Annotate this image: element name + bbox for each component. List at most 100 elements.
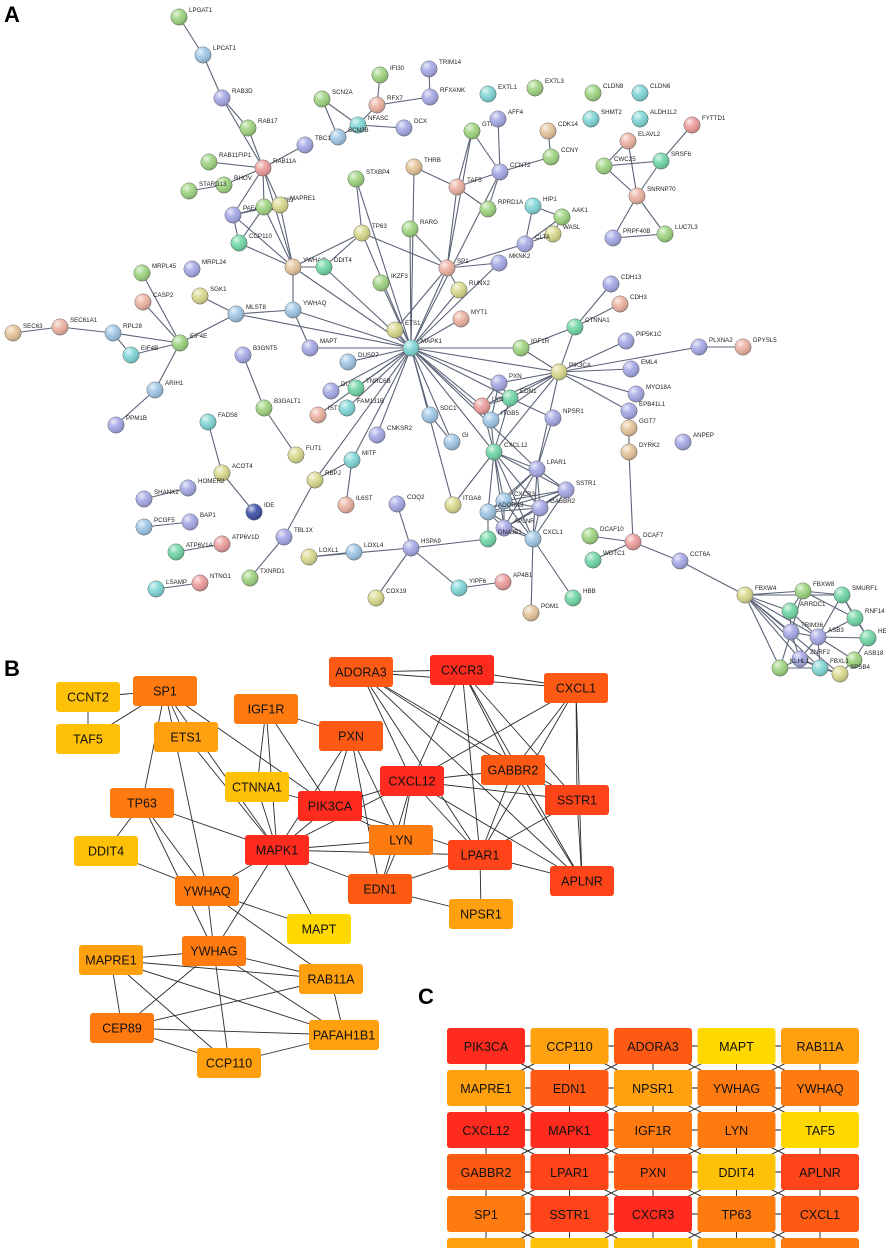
node-sec63: SEC63 xyxy=(4,323,43,342)
node-luc7l3-highlight xyxy=(656,225,674,243)
node-elavl2-highlight xyxy=(619,132,637,150)
edge-pik3ca-pip5k1c xyxy=(558,340,627,373)
node-cdh3: CDH3 xyxy=(611,294,647,313)
node-pgm1-highlight xyxy=(522,604,540,622)
node-wasl-label: WASL xyxy=(563,224,581,231)
c-node-cep89: CEP89 xyxy=(781,1238,859,1248)
node-tbl1x-label: TBL1X xyxy=(294,527,313,534)
node-myo18a-highlight xyxy=(627,385,645,403)
node-ikzf3-highlight xyxy=(372,274,390,292)
node-shmt2-label: SHMT2 xyxy=(601,109,623,116)
c-node-cxcr3: CXCR3 xyxy=(614,1196,692,1232)
node-aldh1l2-highlight xyxy=(631,110,649,128)
node-plxna2: PLXNA2 xyxy=(690,337,733,356)
edge-aff4-ccnt2 xyxy=(497,118,501,173)
node-mlst8-highlight xyxy=(227,305,245,323)
node-sec63-highlight xyxy=(4,324,22,342)
node-rnf14-label: RNF14 xyxy=(865,608,885,615)
edge-thrb-mapk1 xyxy=(410,166,415,349)
node-dusp3-highlight xyxy=(322,382,340,400)
node-cdh3-label: CDH3 xyxy=(630,294,647,301)
node-fyttd1: FYTTD1 xyxy=(683,115,726,134)
node-trim14: TRIM14 xyxy=(420,59,462,78)
node-homer2-highlight xyxy=(179,479,197,497)
node-stard13-highlight xyxy=(180,182,198,200)
node-mknk2-label: MKNK2 xyxy=(509,253,531,260)
node-cdk14: CDK14 xyxy=(539,121,579,140)
node-tbl1x: TBL1X xyxy=(275,527,313,546)
b-node-adora3: ADORA3 xyxy=(329,657,393,687)
b-node-pafah1b1: PAFAH1B1 xyxy=(309,1020,379,1050)
edge-ywhaq-mapk1 xyxy=(292,309,412,349)
c-node-igf1r-box xyxy=(614,1112,692,1148)
node-scn2a-label: SCN2A xyxy=(332,89,354,96)
edge-pik3ca-edn1 xyxy=(509,371,560,399)
edge-eif4e-arih1 xyxy=(154,342,181,391)
node-eif4b-label: EIF4B xyxy=(141,345,158,352)
node-aldh1l2-label: ALDH1L2 xyxy=(650,109,677,116)
c-node-ets1: ETS1 xyxy=(447,1238,525,1248)
edge-ist1-mapk1 xyxy=(317,347,412,416)
b-node-ccp110-label: CCP110 xyxy=(206,1057,252,1071)
b-node-cxcr3: CXCR3 xyxy=(430,655,494,685)
node-gi-highlight xyxy=(443,433,461,451)
node-sec61a1-highlight xyxy=(51,318,69,336)
b-node-lpar1-label: LPAR1 xyxy=(461,849,500,863)
node-ccnt2-highlight xyxy=(491,163,509,181)
b-node-edn1-label: EDN1 xyxy=(363,883,396,897)
node-wdtc1-highlight xyxy=(584,551,602,569)
b-edge-sp1-mapk1 xyxy=(164,690,278,851)
b-node-mapt-box xyxy=(287,914,351,944)
node-yipf6: YIPF6 xyxy=(450,578,487,597)
node-rnf14: RNF14 xyxy=(846,608,885,627)
edge-dusp7-mapk1 xyxy=(347,347,412,363)
edge-fbxw8-rnf14 xyxy=(802,590,856,619)
node-ikzf3-label: IKZF3 xyxy=(391,273,408,280)
node-mitf-label: MITF xyxy=(362,450,377,457)
node-znrf2-highlight xyxy=(791,650,809,668)
node-mrpl24-highlight xyxy=(183,260,201,278)
node-sec63-label: SEC63 xyxy=(23,323,43,330)
c-node-rab11a: RAB11A xyxy=(781,1028,859,1064)
b-node-cxcl1-box xyxy=(544,673,608,703)
node-cdh3-highlight xyxy=(611,295,629,313)
b-node-ywhag-label: YWHAG xyxy=(190,945,237,959)
node-ccny: CCNY xyxy=(542,147,579,166)
node-loxl1-label: LOXL1 xyxy=(319,547,339,554)
node-igf1r-label: IGF1R xyxy=(531,338,550,345)
node-srsf6-label: SRSF6 xyxy=(671,151,692,158)
node-gabbr2-highlight xyxy=(531,499,549,517)
node-lpcat1: LPCAT1 xyxy=(194,45,236,64)
node-atp6v1a: ATP6V1A xyxy=(167,542,214,561)
node-rbpj: RBPJ xyxy=(306,470,341,489)
node-ifi30: IFI30 xyxy=(371,65,405,84)
b-node-mapre1: MAPRE1 xyxy=(79,945,143,975)
node-pik3ca-label: PIK3CA xyxy=(569,362,592,369)
node-nfasc-highlight xyxy=(349,116,367,134)
node-rab11fip1: RAB11FIP1 xyxy=(200,152,252,171)
b-node-npsr1-box xyxy=(449,899,513,929)
b-node-pafah1b1-label: PAFAH1B1 xyxy=(313,1029,375,1043)
c-node-pafah1b1: PAFAH1B1 xyxy=(697,1238,776,1248)
edge-sstr1-cxcr3 xyxy=(503,489,567,502)
edge-fam131b-mapk1 xyxy=(346,347,412,409)
node-dusp7: DUSP7 xyxy=(339,352,379,371)
node-fbxl1-label: FBXL1 xyxy=(830,658,849,665)
node-mapre1: MAPRE1 xyxy=(271,195,316,214)
edge-eif4e-mrpl45 xyxy=(141,272,181,344)
edge-fbxw4-asb3 xyxy=(744,594,819,638)
node-wasl-highlight xyxy=(544,225,562,243)
node-rab11a-label: RAB11A xyxy=(273,158,297,165)
node-fut1-label: FUT1 xyxy=(306,445,322,452)
node-prpf40b-highlight xyxy=(604,229,622,247)
c-node-sstr1-box xyxy=(530,1196,609,1232)
node-sstr1: SSTR1 xyxy=(557,480,597,499)
edge-gabbr2-adora3 xyxy=(487,507,541,513)
node-ccp110-highlight xyxy=(230,234,248,252)
node-aff4: AFF4 xyxy=(489,109,524,128)
node-pgm1: PGM1 xyxy=(522,603,559,622)
b-node-npsr1: NPSR1 xyxy=(449,899,513,929)
node-ppm1b: PPM1B xyxy=(107,415,147,434)
node-anpep-highlight xyxy=(674,433,692,451)
